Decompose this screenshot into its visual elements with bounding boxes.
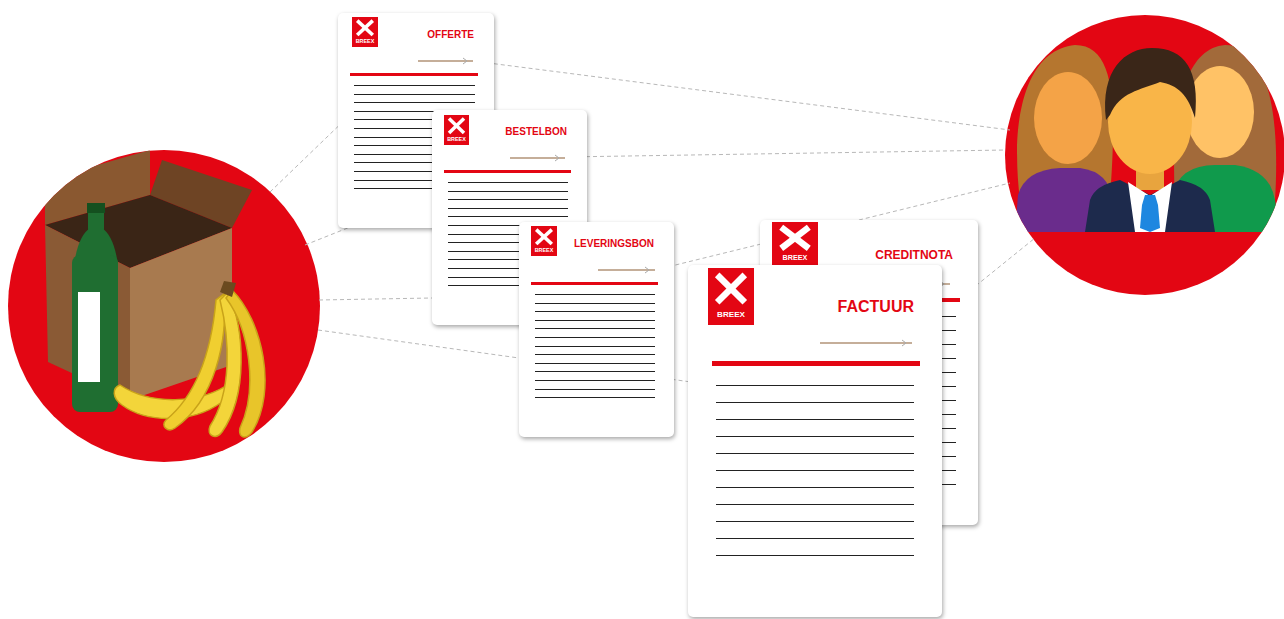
logo-mark [536,230,552,244]
document-line [716,453,914,454]
logo-mark [449,119,464,133]
document-title: CREDITNOTA [875,249,953,261]
document-line [716,504,914,505]
document-line [354,102,475,103]
flow-arrow-head [645,267,649,273]
person-face [1034,72,1102,164]
goods-illustration [45,150,265,437]
document-line [535,354,655,355]
document-line [535,397,655,398]
document-line [535,303,655,304]
document-line [448,182,568,183]
document-line [535,371,655,372]
document-artwork [519,222,674,437]
document-card: BREEX LEVERINGSBON [519,222,674,437]
document-line [535,389,655,390]
logo-mark [781,227,809,248]
bottle-cap [87,203,105,213]
person-face [1186,66,1254,158]
document-line [535,294,655,295]
document-line [448,191,568,192]
flow-arrow-line [510,157,565,158]
document-line [448,199,568,200]
document-card: BREEX FACTUUR [688,265,942,617]
document-line [716,402,914,403]
header-bar [350,73,478,76]
flow-arrow-head [463,58,467,64]
banana [164,294,225,430]
person-suit [1085,180,1215,232]
person-shirt [1128,182,1172,232]
document-title: BESTELBON [505,127,567,137]
document-title: OFFERTE [427,30,474,40]
flow-arrow-line [598,269,655,270]
document-line [535,363,655,364]
document-line [535,337,655,338]
document-line [535,380,655,381]
header-bar [531,282,658,285]
logo-label: BREEX [352,39,378,44]
bottle-body [72,255,118,412]
people-circle [1005,15,1284,295]
leader-line [565,150,1006,157]
header-bar [444,170,571,173]
bottle-label [78,292,100,382]
document-line [716,521,914,522]
document-line [354,85,475,86]
document-title: FACTUUR [838,299,914,315]
logo-mark [781,227,809,248]
flow-arrow-line [820,342,912,343]
person-tie [1140,195,1160,232]
banana [226,290,265,437]
logo-square [444,115,469,145]
flow-arrow-line [418,60,473,61]
document-line [535,311,655,312]
document-title: LEVERINGSBON [574,239,654,249]
logo-label: BREEX [708,311,754,319]
document-line [716,385,914,386]
banana-stalk [220,281,236,297]
document-line [716,555,914,556]
header-bar [712,361,920,366]
logo-mark [717,275,745,302]
document-line [716,419,914,420]
people-illustration [1015,45,1280,232]
goods-circle [8,150,320,462]
document-line [535,346,655,347]
logo-mark [357,21,373,35]
logo-mark [536,230,552,244]
logo-square [531,226,557,256]
logo-label: BREEX [444,137,469,142]
logo-square [352,17,378,47]
logo-mark [357,21,373,35]
logo-mark [717,275,745,302]
logo-square [772,222,818,266]
flow-arrow-head [902,340,906,346]
document-line [535,328,655,329]
document-line [354,94,475,95]
document-line [448,216,568,217]
document-line [716,487,914,488]
document-line [716,538,914,539]
logo-mark [449,119,464,133]
logo-label: BREEX [772,254,818,261]
document-line [716,470,914,471]
logo-square [708,268,754,325]
document-line [448,208,568,209]
logo-label: BREEX [531,248,557,253]
document-line [535,320,655,321]
document-line [716,436,914,437]
person-hair [1105,48,1196,120]
flow-arrow-head [555,155,559,161]
